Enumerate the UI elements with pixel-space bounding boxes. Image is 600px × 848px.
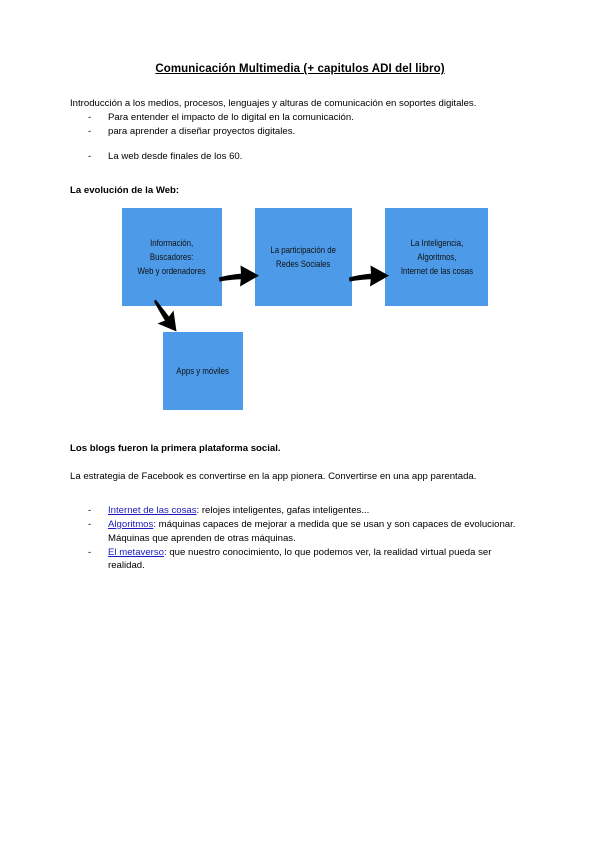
diagram-box-line: Información, xyxy=(150,237,194,248)
list-item: Internet de las cosas: relojes inteligen… xyxy=(70,504,530,518)
diagram-box-line: Redes Sociales xyxy=(276,258,331,269)
list-item-text: : relojes inteligentes, gafas inteligent… xyxy=(196,504,370,516)
arrow-right-icon xyxy=(219,265,259,287)
diagram-box-line: Internet de las cosas xyxy=(400,266,473,277)
diagram-box-redes-sociales: La participación de Redes Sociales xyxy=(255,207,352,306)
link-algoritmos[interactable]: Algoritmos xyxy=(108,518,154,530)
arrow-right-icon xyxy=(349,265,389,287)
diagram-box-inteligencia: La Inteligencia, Algoritmos, Internet de… xyxy=(385,207,488,306)
spacer xyxy=(70,456,530,470)
web-evolution-diagram: Información, Buscadores: Web y ordenador… xyxy=(70,206,530,428)
arrow-down-right-icon xyxy=(154,299,177,332)
diagram-box-label: Apps y móviles xyxy=(177,364,230,378)
diagram-box-apps-moviles: Apps y móviles xyxy=(163,331,243,410)
list-item: Para entender el impacto de lo digital e… xyxy=(70,111,530,125)
spacer xyxy=(70,428,530,442)
link-el-metaverso[interactable]: El metaverso xyxy=(108,546,164,558)
link-internet-de-las-cosas[interactable]: Internet de las cosas xyxy=(108,504,197,516)
intro-bullet-list: Para entender el impacto de lo digital e… xyxy=(70,111,530,164)
spacer xyxy=(70,164,530,184)
intro-paragraph: Introducción a los medios, procesos, len… xyxy=(70,97,477,109)
list-item: Algoritmos: máquinas capaces de mejorar … xyxy=(70,518,530,546)
document-content: Comunicación Multimedia (+ capitulos ADI… xyxy=(70,62,530,573)
facebook-paragraph: La estrategia de Facebook es convertirse… xyxy=(70,470,477,482)
diagram-box-line: Buscadores: xyxy=(150,251,194,262)
spacer xyxy=(70,484,530,504)
list-item-text: : máquinas capaces de mejorar a medida q… xyxy=(108,518,516,544)
list-item-text: : que nuestro conocimiento, lo que podem… xyxy=(108,546,492,572)
diagram-box-line: La Inteligencia, xyxy=(410,237,463,248)
diagram-box-line: Apps y móviles xyxy=(176,365,230,376)
diagram-box-line: Algoritmos, xyxy=(416,251,457,262)
diagram-box-label: La Inteligencia, Algoritmos, Internet de… xyxy=(400,236,472,278)
diagram-box-line: Web y ordenadores xyxy=(137,266,207,277)
diagram-box-label: La participación de Redes Sociales xyxy=(271,243,337,271)
diagram-box-line: La participación de xyxy=(270,244,337,255)
page-title: Comunicación Multimedia (+ capitulos ADI… xyxy=(155,63,445,75)
spacer xyxy=(70,197,530,206)
blogs-statement: Los blogs fueron la primera plataforma s… xyxy=(70,442,281,454)
section-heading-evolucion-web: La evolución de la Web: xyxy=(70,184,180,196)
diagram-box-informacion: Información, Buscadores: Web y ordenador… xyxy=(122,207,222,306)
list-item: El metaverso: que nuestro conocimiento, … xyxy=(70,546,530,574)
concept-bullet-list: Internet de las cosas: relojes inteligen… xyxy=(70,504,530,574)
list-item: para aprender a diseñar proyectos digita… xyxy=(70,125,530,139)
list-item: La web desde finales de los 60. xyxy=(70,150,530,164)
diagram-box-label: Información, Buscadores: Web y ordenador… xyxy=(138,236,206,278)
